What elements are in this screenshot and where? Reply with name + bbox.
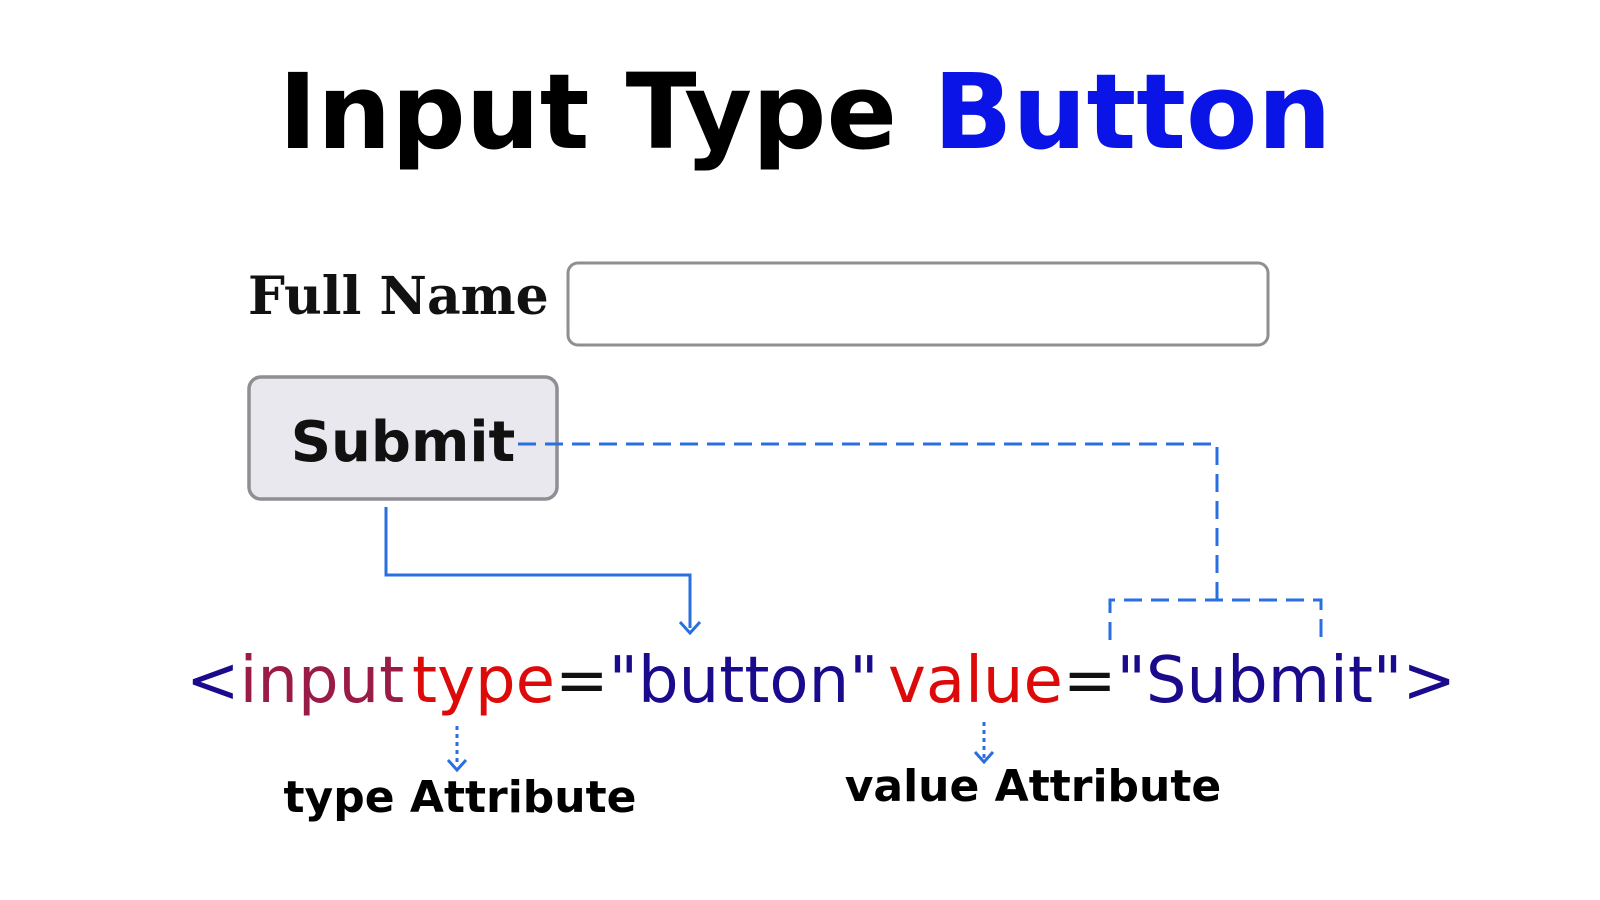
value-bracket xyxy=(1108,598,1323,640)
code-type-attr-value: "button" xyxy=(609,644,879,718)
type-attribute-note: type Attribute xyxy=(284,772,637,823)
full-name-input[interactable] xyxy=(566,261,1270,347)
value-note-arrowhead xyxy=(973,750,995,765)
submit-button-label: Submit xyxy=(291,410,516,475)
type-note-arrowhead xyxy=(446,758,468,773)
value-connector-line xyxy=(518,442,1219,600)
type-connector-line xyxy=(384,507,692,628)
code-type-attr-name: type xyxy=(412,644,555,718)
code-type-equals: = xyxy=(555,644,609,718)
page-title: Input Type Button xyxy=(279,51,1332,173)
code-line: <input type="button" value="Submit"> xyxy=(186,644,1456,718)
type-connector-arrowhead xyxy=(678,620,702,636)
code-value-attr-name: value xyxy=(888,644,1063,718)
code-close-bracket: > xyxy=(1402,644,1456,718)
code-tag-name: input xyxy=(240,644,405,718)
title-part-blue: Button xyxy=(933,51,1331,173)
submit-button[interactable] xyxy=(247,375,559,501)
full-name-label: Full Name xyxy=(248,266,549,327)
code-open-bracket: < xyxy=(186,644,240,718)
code-value-attr-value: "Submit" xyxy=(1116,644,1402,718)
value-attribute-note: value Attribute xyxy=(845,761,1222,812)
title-part-black: Input Type xyxy=(279,51,934,173)
code-value-equals: = xyxy=(1063,644,1117,718)
